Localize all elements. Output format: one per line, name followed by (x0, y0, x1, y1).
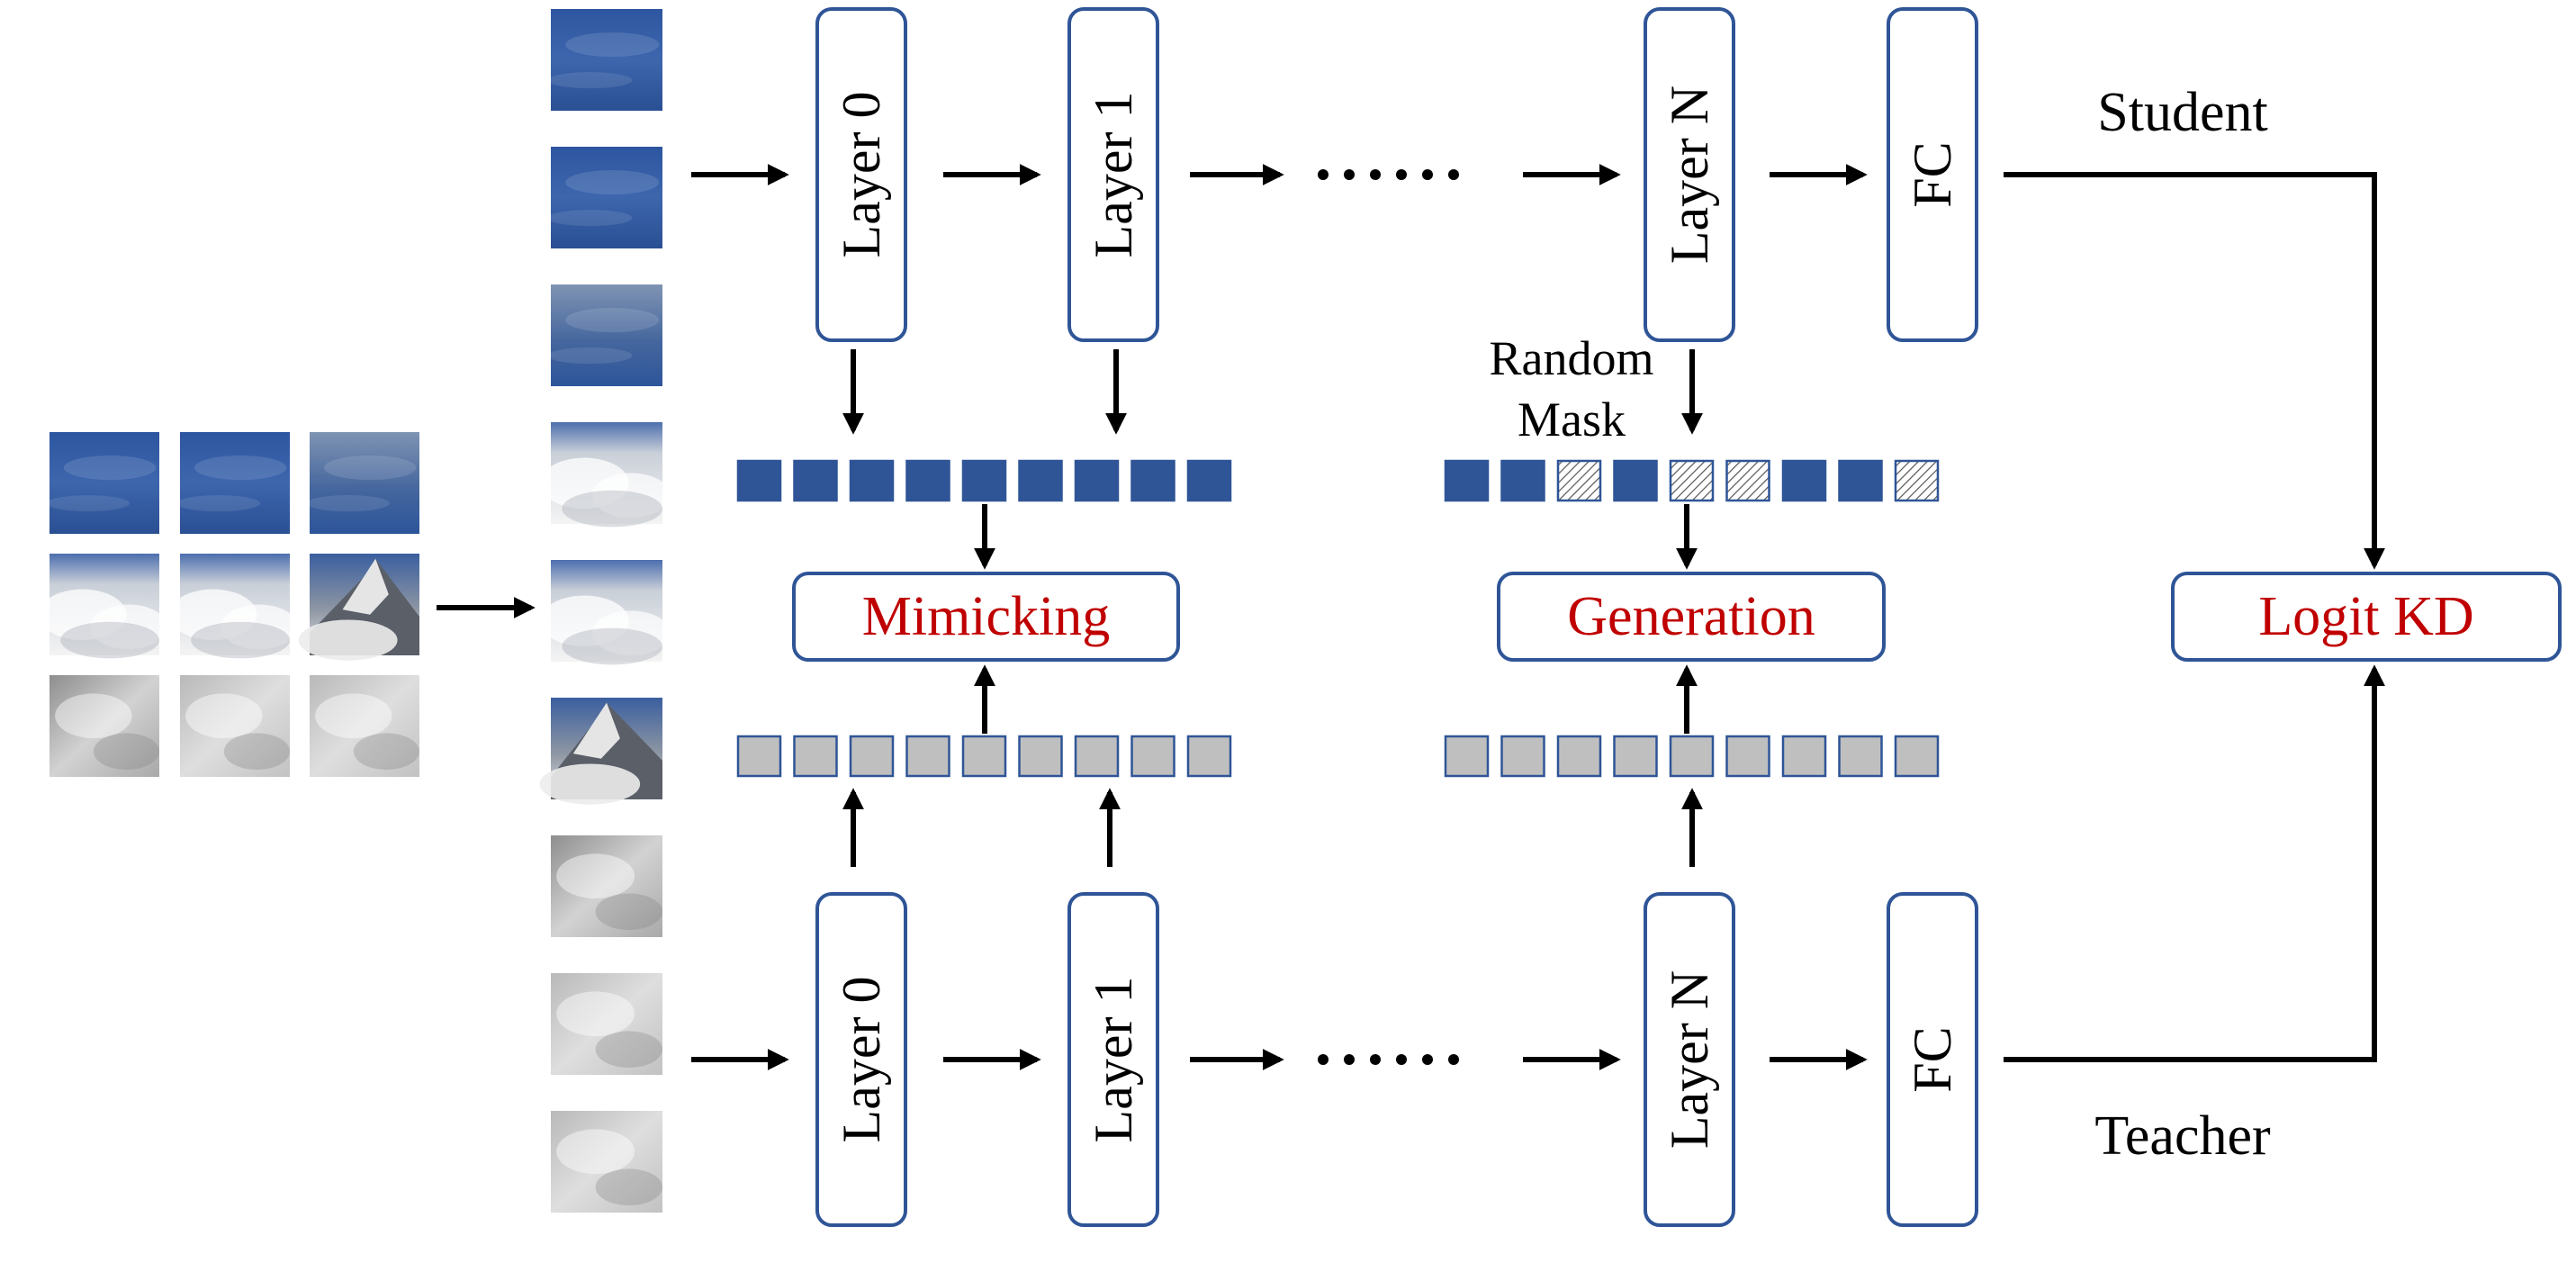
token (1130, 459, 1175, 502)
patch-sequence-item (551, 1111, 662, 1213)
teacher-feature-tokens-right (1444, 735, 1940, 778)
patch-sequence-item (539, 422, 671, 528)
token (1781, 735, 1827, 778)
student-masked-tokens (1444, 459, 1940, 502)
token (1074, 735, 1120, 778)
token (1130, 735, 1175, 778)
token (1781, 459, 1827, 502)
teacher-feature-tokens-left (736, 735, 1232, 778)
token (849, 735, 895, 778)
student-layer-2-box (1644, 7, 1735, 342)
token (849, 459, 895, 502)
student-layer-1-label: Layer 1 (1084, 92, 1143, 258)
logit-kd-loss-label: Logit KD (2258, 586, 2473, 647)
teacher-layer-1-label: Layer 1 (1084, 977, 1143, 1143)
token (1838, 459, 1883, 502)
token (1074, 459, 1120, 502)
token (1500, 459, 1545, 502)
image-patch (298, 554, 419, 661)
mimicking-loss-label: Mimicking (862, 586, 1111, 647)
teacher-layer-0-label: Layer 0 (832, 977, 891, 1143)
token (736, 735, 782, 778)
image-patch (310, 675, 419, 777)
logit-kd-loss-box (2171, 572, 2562, 662)
token (1186, 735, 1232, 778)
student-feature-tokens (736, 459, 1232, 502)
token (961, 735, 1007, 778)
teacher-layer-1-box (1067, 892, 1159, 1227)
token (1018, 459, 1063, 502)
image-patch (50, 675, 159, 777)
token (1669, 735, 1715, 778)
teacher-layer-0-box (815, 892, 907, 1227)
token (961, 459, 1007, 502)
token (1018, 735, 1063, 778)
patch-sequence-item (547, 284, 662, 386)
student-logits-to-kd-arrow (2004, 172, 2385, 570)
teacher-label: Teacher (2094, 1105, 2271, 1167)
teacher-layer-2-box (1644, 892, 1735, 1227)
token (1613, 459, 1658, 502)
student-fc-label: FC (1903, 141, 1962, 207)
student-ellipsis (1318, 169, 1459, 180)
token (1444, 459, 1490, 502)
token (1500, 735, 1545, 778)
token (1838, 735, 1883, 778)
student-layer-2-label: Layer N (1660, 86, 1719, 264)
token (793, 459, 838, 502)
token (905, 459, 950, 502)
student-layer-0-label: Layer 0 (832, 92, 891, 258)
token (1669, 459, 1715, 502)
patch-sequence-item (547, 147, 662, 248)
token (1894, 735, 1940, 778)
image-patch (176, 432, 290, 534)
token (1444, 735, 1490, 778)
image-patch (306, 432, 419, 534)
token (1725, 735, 1770, 778)
image-patch (180, 675, 290, 777)
student-layer-0-box (815, 7, 907, 342)
mimicking-loss-box (792, 572, 1180, 662)
token (1894, 459, 1940, 502)
patch-sequence-item (547, 9, 662, 111)
token (1556, 735, 1602, 778)
patch-sequence-item (539, 698, 662, 805)
token (793, 735, 838, 778)
token (1556, 459, 1602, 502)
random-mask-label-line1: Random (1490, 331, 1654, 385)
teacher-fc-box (1887, 892, 1978, 1227)
random-mask-label-line2: Mask (1518, 392, 1626, 447)
student-fc-box (1887, 7, 1978, 342)
image-patch (46, 432, 159, 534)
patch-sequence-item (551, 835, 662, 937)
patch-sequence-item (539, 560, 671, 665)
teacher-layer-2-label: Layer N (1660, 970, 1719, 1149)
token (1186, 459, 1232, 502)
token (905, 735, 950, 778)
patch-sequence-item (551, 973, 662, 1075)
teacher-fc-label: FC (1903, 1026, 1962, 1092)
image-patch (168, 554, 298, 659)
generation-loss-label: Generation (1567, 586, 1815, 647)
generation-loss-box (1497, 572, 1886, 662)
teacher-ellipsis (1318, 1054, 1459, 1065)
image-patch (38, 554, 167, 659)
token (736, 459, 782, 502)
teacher-logits-to-kd-arrow (2004, 664, 2385, 1062)
student-layer-1-box (1067, 7, 1159, 342)
student-label: Student (2097, 82, 2267, 143)
token (1613, 735, 1658, 778)
token (1725, 459, 1770, 502)
